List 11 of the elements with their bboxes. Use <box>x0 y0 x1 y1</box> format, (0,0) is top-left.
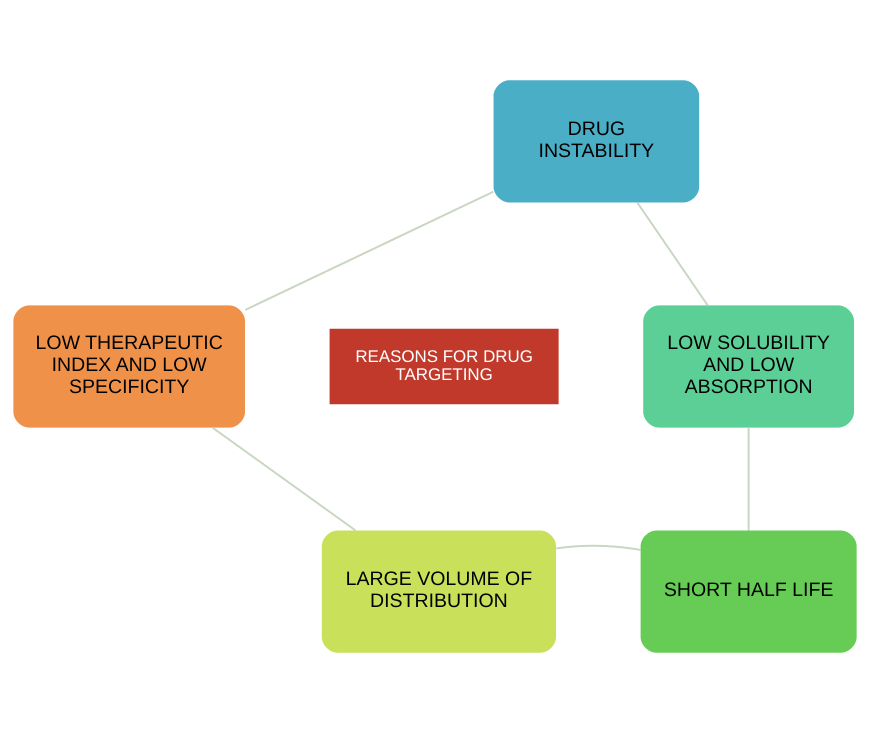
node-box: REASONS FOR DRUG TARGETING <box>330 328 559 404</box>
node-box: DRUG INSTABILITY <box>494 80 700 203</box>
connector <box>748 428 750 530</box>
connector <box>212 426 356 532</box>
connector <box>244 190 494 311</box>
node-box: SHORT HALF LIFE <box>640 530 857 653</box>
node-box: LARGE VOLUME OF DISTRIBUTION <box>322 530 556 653</box>
node-box: LOW THERAPEUTIC INDEX AND LOW SPECIFICITY <box>13 305 245 428</box>
connector <box>636 202 708 306</box>
connector <box>556 544 641 551</box>
node-box: LOW SOLUBILITY AND LOW ABSORPTION <box>643 305 854 428</box>
